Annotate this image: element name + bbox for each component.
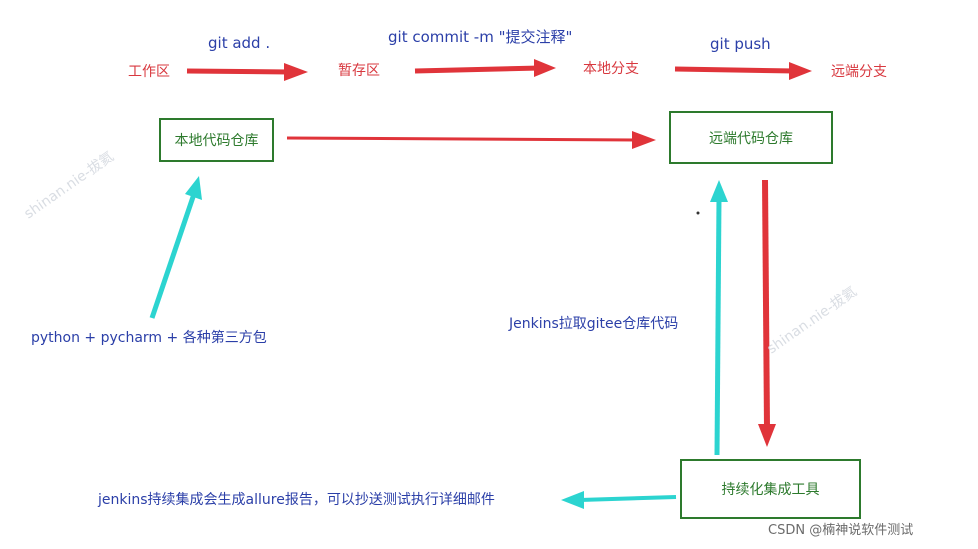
command-git-add: git add . bbox=[208, 34, 271, 52]
box-ci-tool-label: 持续化集成工具 bbox=[721, 482, 820, 498]
box-ci-tool: 持续化集成工具 bbox=[680, 459, 861, 519]
stray-dot bbox=[696, 211, 700, 215]
csdn-credit: CSDN @楠神说软件测试 bbox=[768, 523, 914, 538]
box-remote-repo-label: 远端代码仓库 bbox=[709, 130, 793, 147]
box-local-repo-label: 本地代码仓库 bbox=[174, 133, 259, 149]
arrow-local-branch-to-remote-branch bbox=[674, 62, 812, 80]
arrow-staging-to-local-branch bbox=[414, 59, 556, 77]
box-remote-repo: 远端代码仓库 bbox=[669, 111, 833, 164]
note-jenkins-report: jenkins持续集成会生成allure报告，可以抄送测试执行详细邮件 bbox=[98, 492, 495, 508]
arrow-ci-tool-to-remote-repo bbox=[710, 180, 728, 456]
stage-local-branch: 本地分支 bbox=[583, 61, 639, 77]
arrow-ci-tool-to-report bbox=[561, 491, 677, 509]
arrow-workspace-to-staging bbox=[186, 63, 308, 81]
note-dev-env: python + pycharm + 各种第三方包 bbox=[31, 330, 267, 346]
command-git-push: git push bbox=[710, 35, 771, 53]
note-jenkins-pull: Jenkins拉取gitee仓库代码 bbox=[509, 316, 679, 332]
arrow-remote-repo-to-ci-tool bbox=[758, 179, 776, 447]
arrow-local-repo-to-remote-repo bbox=[286, 131, 656, 149]
stage-remote-branch: 远端分支 bbox=[831, 64, 887, 80]
box-local-repo: 本地代码仓库 bbox=[159, 118, 274, 162]
command-git-commit: git commit -m "提交注释" bbox=[388, 28, 573, 46]
stage-workspace: 工作区 bbox=[128, 64, 170, 80]
stage-staging: 暂存区 bbox=[338, 63, 380, 79]
arrow-dev-env-to-local-repo bbox=[149, 176, 202, 319]
